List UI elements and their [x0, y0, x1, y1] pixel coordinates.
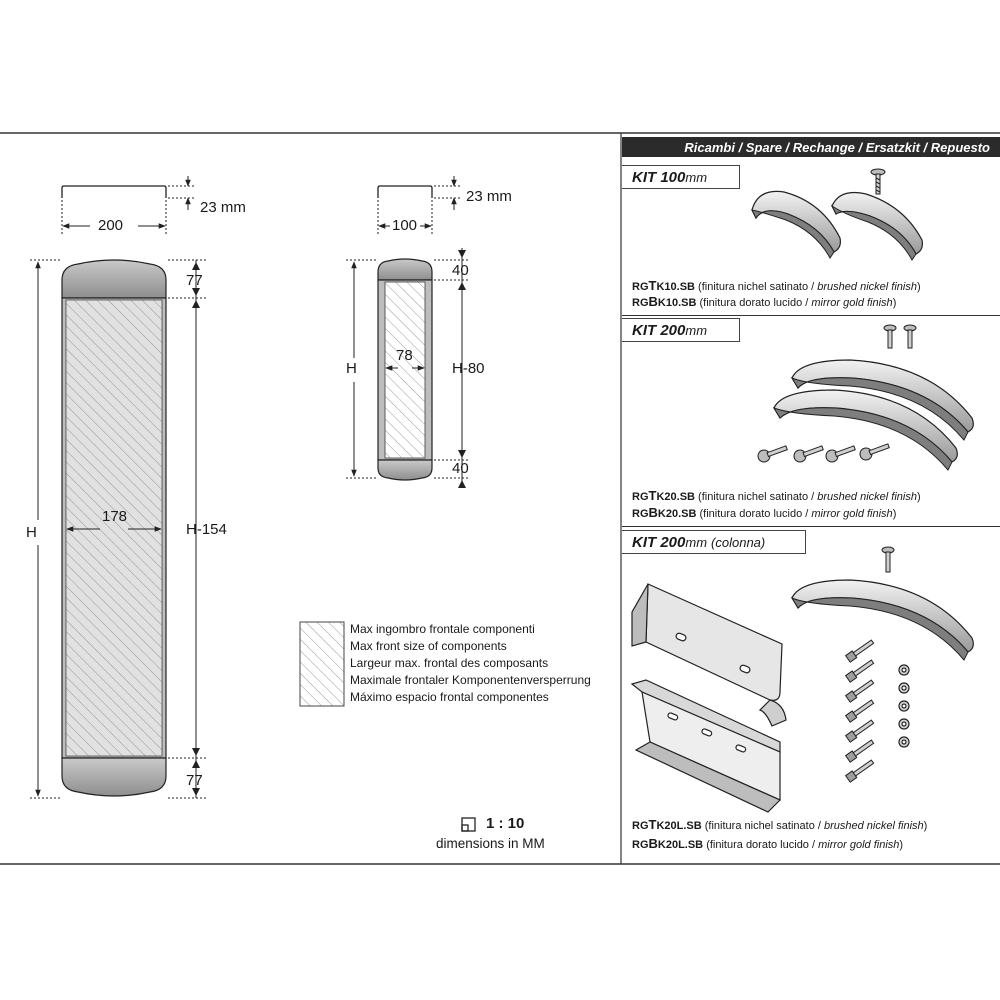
kit200-title-text: KIT 200: [632, 321, 686, 339]
legend-line-de: Maximale frontaler Komponentenversperrun…: [350, 673, 591, 687]
legend-line-fr: Largeur max. frontal des composants: [350, 656, 549, 670]
kit100-title-unit: mm: [685, 169, 708, 185]
kit200-code-nickel: RGTK20.SB (finitura nichel satinato / br…: [632, 488, 921, 503]
dim-depth-small: 23 mm: [466, 188, 512, 205]
dim-top-cap-large: 77: [186, 272, 203, 289]
legend-line-en: Max front size of components: [350, 639, 507, 653]
spare-panel-header: Ricambi / Spare / Rechange / Ersatzkit /…: [622, 137, 1000, 157]
legend-line-it: Max ingombro frontale componenti: [350, 622, 535, 636]
kit200-title-unit: mm: [685, 322, 708, 338]
dim-width-large: 200: [98, 217, 124, 234]
kit100-cap-right: [830, 191, 923, 261]
dim-bottom-cap-small: 40: [452, 460, 469, 477]
kit200l-title-unit: mm: [685, 534, 708, 550]
kit100-title-text: KIT 100: [632, 168, 686, 186]
dim-height-large: H: [26, 524, 37, 541]
kit200l-title-text: KIT 200: [632, 533, 686, 551]
dim-inner-height-large: H-154: [186, 521, 227, 538]
kit200l-code-gold: RGBK20L.SB (finitura dorato lucido / mir…: [632, 836, 904, 851]
scale-ratio: 1 : 10: [486, 815, 525, 832]
large-top-profile: [61, 185, 167, 198]
dim-inner-width-large: 178: [102, 508, 128, 525]
large-bottom-cap: [61, 757, 167, 797]
scale-units: dimensions in MM: [436, 836, 545, 851]
kit200-screws-top: [883, 324, 917, 349]
kit200-cap-bottom: [772, 389, 958, 471]
kit100-cap-left: [751, 190, 841, 259]
kit200l-code-nickel: RGTK20L.SB (finitura nichel satinato / b…: [632, 817, 928, 832]
small-top-cap: [377, 258, 433, 281]
dim-inner-width-small: 78: [396, 347, 413, 364]
large-top-cap: [61, 259, 167, 299]
kit200l-screw-top: [881, 546, 895, 573]
small-front-dim-lines: [346, 248, 470, 488]
small-top-dim-lines: [377, 176, 462, 234]
kit200-code-gold: RGBK20.SB (finitura dorato lucido / mirr…: [632, 505, 897, 520]
dim-height-small: H: [346, 360, 357, 377]
small-hatch-area: [384, 281, 426, 459]
legend-text: Max ingombro frontale componenti Max fro…: [350, 621, 591, 706]
kit100-screw: [870, 168, 886, 195]
kit100-code-nickel: RGTK10.SB (finitura nichel satinato / br…: [632, 278, 921, 293]
dim-width-small: 100: [392, 217, 418, 234]
dim-depth-large: 23 mm: [200, 199, 246, 216]
kit200-divider: [622, 526, 1000, 527]
large-front-view: [61, 259, 167, 797]
kit100-divider: [622, 315, 1000, 316]
large-front-dim-lines: [30, 259, 206, 799]
small-bottom-cap: [377, 459, 433, 481]
kit200l-bracket-bottom: [630, 679, 782, 813]
kit200l-bolts: [844, 639, 875, 783]
kit100-code-gold: RGBK10.SB (finitura dorato lucido / mirr…: [632, 294, 897, 309]
dim-inner-height-small: H-80: [452, 360, 485, 377]
dim-top-cap-small: 40: [452, 262, 469, 279]
kit200l-washers: [898, 664, 910, 748]
legend-line-es: Máximo espacio frontal componentes: [350, 690, 549, 704]
kit200l-cap: [790, 579, 974, 661]
scale-icon: [461, 817, 476, 832]
dim-bottom-cap-large: 77: [186, 772, 203, 789]
small-front-view: [377, 258, 433, 481]
kit200-screws-bottom: [757, 443, 890, 463]
kit200l-bracket-top: [631, 583, 787, 727]
large-top-dim-lines: [61, 176, 196, 236]
kit200-cap-top: [790, 359, 974, 441]
small-top-profile: [377, 185, 433, 198]
kit200l-title-extra: (colonna): [711, 534, 766, 550]
